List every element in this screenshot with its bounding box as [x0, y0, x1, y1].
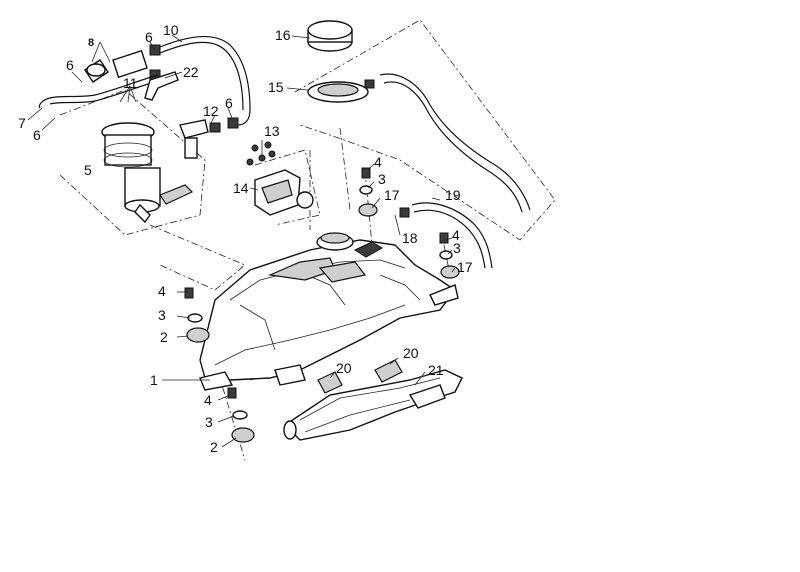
drain-hose	[399, 202, 493, 269]
callout-2-left: 2	[160, 329, 168, 345]
fasteners	[184, 167, 460, 443]
callout-12: 12	[203, 103, 219, 119]
callout-8: 8	[88, 37, 94, 49]
callout-4-left: 4	[158, 283, 166, 299]
fuel-filter	[84, 44, 161, 83]
callout-14: 14	[233, 180, 249, 196]
callout-17-upper: 17	[384, 187, 400, 203]
filler-ring	[307, 79, 375, 103]
callout-6-mid: 6	[225, 95, 233, 111]
callout-4-bottom: 4	[204, 392, 212, 408]
callout-2-bottom: 2	[210, 439, 218, 455]
fuel-tank	[199, 232, 459, 391]
callout-7: 7	[18, 115, 26, 131]
callout-6-top: 6	[145, 29, 153, 45]
breather-hose	[379, 73, 531, 213]
rubber-clips	[317, 359, 403, 394]
callout-13: 13	[264, 123, 280, 139]
fuel-pump-assembly	[101, 122, 194, 224]
hose-connector	[179, 117, 239, 159]
callout-labels: 8 6 10 6 11 22 12 6 7 6 5 13 14 16 15 4 …	[18, 22, 473, 455]
callout-3-right: 3	[378, 171, 386, 187]
valve-assembly	[246, 141, 314, 216]
callout-20-right: 20	[403, 345, 419, 361]
callout-4-right: 4	[374, 154, 382, 170]
callout-22: 22	[183, 64, 199, 80]
callout-15: 15	[268, 79, 284, 95]
callout-20-left: 20	[336, 360, 352, 376]
callout-16: 16	[275, 27, 291, 43]
callout-3-left: 3	[158, 307, 166, 323]
bracket	[144, 71, 179, 101]
callout-5: 5	[84, 162, 92, 178]
callout-10: 10	[163, 22, 179, 38]
lower-mount-bracket	[283, 369, 463, 441]
fuel-cap	[307, 20, 353, 52]
callout-17-lower: 17	[457, 259, 473, 275]
callout-18: 18	[402, 230, 418, 246]
callout-21: 21	[428, 362, 444, 378]
callout-4-far-right: 4	[452, 227, 460, 243]
leader-lines	[27, 34, 456, 448]
callout-11: 11	[123, 75, 138, 91]
callout-1: 1	[150, 372, 158, 388]
callout-19: 19	[445, 187, 461, 203]
callout-3-bottom: 3	[205, 414, 213, 430]
callout-6-left: 6	[66, 57, 74, 73]
callout-3-far-right: 3	[453, 240, 461, 256]
fuel-hose	[38, 35, 251, 126]
callout-6-bottom: 6	[33, 127, 41, 143]
